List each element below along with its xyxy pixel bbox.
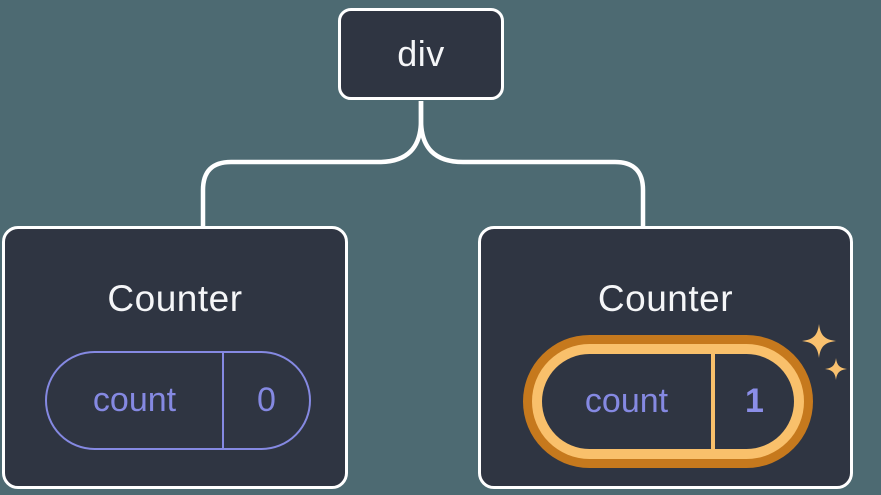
- sparkle-large: [802, 324, 836, 358]
- state-pill-highlight-ring: count 1: [523, 335, 813, 468]
- state-key-label: count: [584, 382, 669, 420]
- tree-node-counter-left: Counter count 0: [2, 226, 348, 489]
- state-value: 0: [222, 353, 309, 448]
- div-node-label: div: [397, 33, 445, 74]
- tree-node-counter-right: Counter count 1: [478, 226, 853, 489]
- state-value: 1: [711, 354, 794, 449]
- state-pill-count-0: count 0: [45, 351, 311, 450]
- counter-right-title: Counter: [597, 278, 734, 319]
- connector-root-to-left-child: [200, 101, 424, 227]
- state-pill-count-1: count 1: [542, 354, 794, 449]
- sparkles-icon: [802, 324, 847, 380]
- connector-root-to-right-child: [418, 101, 646, 227]
- state-key-label: count: [92, 381, 177, 419]
- counter-left-title: Counter: [107, 278, 243, 319]
- tree-node-div: div: [338, 8, 504, 100]
- sparkle-small: [825, 358, 847, 380]
